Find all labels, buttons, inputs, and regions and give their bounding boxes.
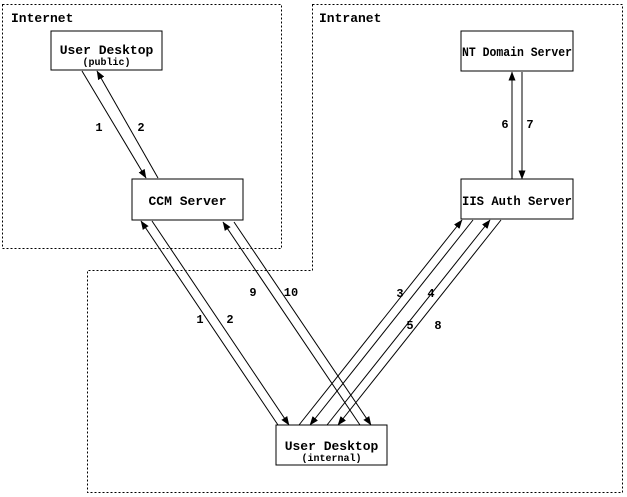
node-user-desktop-internal: User Desktop (internal) <box>275 424 388 466</box>
node-iis-auth-server: IIS Auth Server <box>460 178 574 220</box>
arrow-9-internal-desktop-to-ccm <box>222 221 361 426</box>
intranet-region-label: Intranet <box>319 11 381 26</box>
user-desktop-internal-subtitle: (internal) <box>301 453 361 465</box>
arrow-10-ccm-to-internal-desktop <box>233 221 372 426</box>
arrow-5-internal-desktop-to-iis <box>326 219 491 426</box>
user-desktop-internal-box <box>275 424 388 466</box>
intranet-region-border <box>87 4 623 493</box>
iis-auth-server-title: IIS Auth Server <box>462 194 572 209</box>
step-label-8: 8 <box>434 319 441 333</box>
step-label-2-internal: 2 <box>226 313 233 327</box>
arrow-4-iis-to-internal-desktop <box>309 219 474 426</box>
step-label-6: 6 <box>501 118 508 132</box>
node-nt-domain-server: NT Domain Server <box>460 30 574 72</box>
iis-auth-server-box <box>460 178 574 220</box>
node-ccm-server: CCM Server <box>131 178 244 221</box>
step-label-5: 5 <box>406 319 413 333</box>
arrow-1-public-desktop-to-ccm <box>81 70 147 179</box>
arrow-2-ccm-to-public-desktop <box>96 70 159 179</box>
step-label-2-public: 2 <box>137 121 144 135</box>
step-label-9: 9 <box>249 286 256 300</box>
nt-domain-server-box <box>460 30 574 72</box>
step-label-10: 10 <box>284 286 298 300</box>
node-user-desktop-public: User Desktop (public) <box>50 30 163 71</box>
step-label-4: 4 <box>427 287 434 301</box>
user-desktop-public-title: User Desktop <box>60 43 154 58</box>
internet-region-border <box>2 4 282 249</box>
step-label-1-internal: 1 <box>196 313 203 327</box>
internet-region-label: Internet <box>11 11 73 26</box>
arrow-1-internal-desktop-to-ccm <box>140 220 279 426</box>
ccm-server-title: CCM Server <box>148 194 226 209</box>
arrow-2-ccm-to-internal-desktop <box>151 220 290 426</box>
arrow-8-iis-to-internal-desktop <box>337 219 502 426</box>
step-label-3: 3 <box>396 287 403 301</box>
user-desktop-internal-title: User Desktop <box>285 439 379 454</box>
step-label-7: 7 <box>526 118 533 132</box>
user-desktop-public-box <box>50 30 163 71</box>
nt-domain-server-title: NT Domain Server <box>462 45 572 60</box>
step-label-1-public: 1 <box>95 121 102 135</box>
ccm-server-box <box>131 178 244 221</box>
arrow-3-internal-desktop-to-iis <box>298 219 463 426</box>
user-desktop-public-subtitle: (public) <box>82 57 130 69</box>
